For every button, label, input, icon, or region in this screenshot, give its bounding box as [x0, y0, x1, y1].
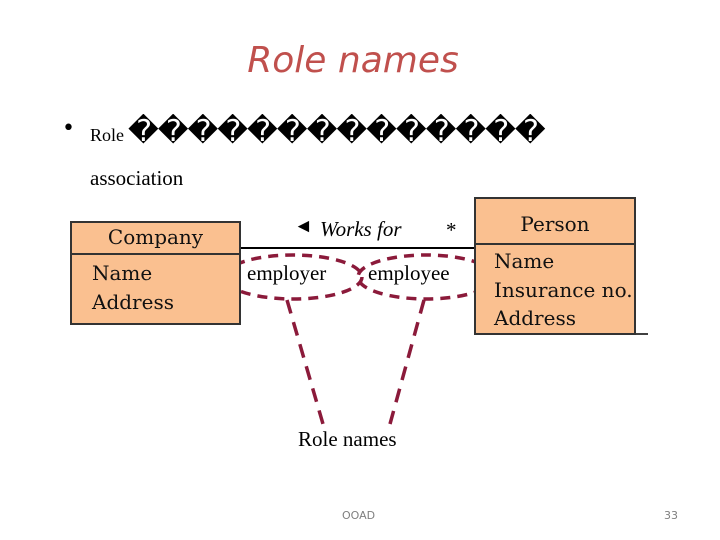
role-name-employee: employee [368, 261, 450, 285]
company-class-box: Company Name Address [70, 221, 241, 325]
slide-title: Role names [247, 40, 459, 81]
company-attribute-name: Name [92, 261, 153, 285]
callout-line-employer [285, 299, 325, 425]
bullet-text-line1: Role �������������� [90, 114, 720, 149]
role-names-callout-label: Role names [298, 427, 397, 451]
person-attribute-address: Address [494, 306, 576, 330]
company-class-separator [72, 253, 239, 255]
role-name-employer: employer [247, 261, 327, 285]
callout-line-employee [388, 299, 426, 425]
person-class-name: Person [520, 212, 590, 236]
company-class-name: Company [107, 225, 204, 249]
company-attribute-address: Address [92, 290, 174, 314]
employer-role-ellipse [222, 253, 364, 301]
person-attribute-insurance: Insurance no. [494, 278, 633, 302]
person-class-box: Person Name Insurance no. Address [474, 197, 636, 335]
bullet-role-word: Role [90, 125, 124, 145]
bullet-marker: • [62, 116, 75, 141]
bullet-text-line2: association [90, 166, 184, 190]
bullet-garbled-text: �������������� [128, 115, 546, 148]
association-name-label: Works for [320, 217, 402, 241]
person-attribute-name: Name [494, 249, 555, 273]
multiplicity-label: * [446, 218, 457, 242]
footer-page-number: 33 [664, 509, 678, 522]
footer-course: OOAD [342, 509, 376, 522]
person-class-separator [476, 243, 634, 245]
direction-arrow: ◄ [294, 216, 313, 237]
